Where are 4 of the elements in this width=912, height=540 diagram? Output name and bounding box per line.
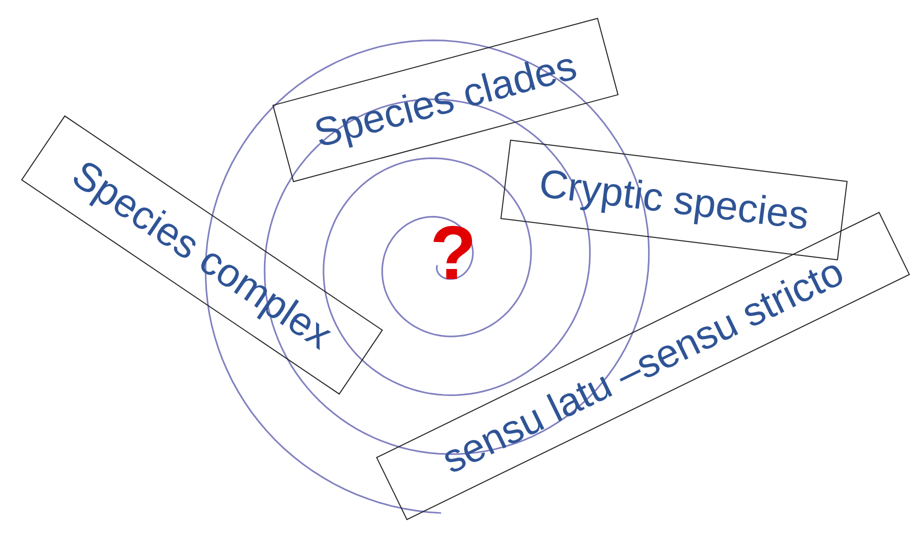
text-box bbox=[500, 140, 848, 260]
question-mark: ? bbox=[430, 210, 476, 297]
term-label: Species clades bbox=[309, 43, 581, 157]
term-label: Cryptic species bbox=[536, 161, 812, 239]
